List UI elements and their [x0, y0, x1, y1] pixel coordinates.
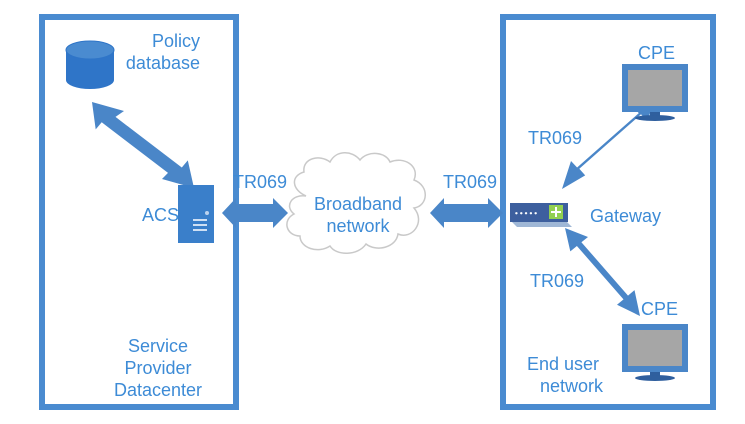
- policy-db-label-line1: Policy: [151, 31, 200, 51]
- database-icon: [65, 40, 115, 89]
- end-user-caption-line2: network: [540, 376, 604, 396]
- end-user-caption-line1: End user: [527, 354, 600, 374]
- monitor-icon: [622, 64, 688, 121]
- link-bottom-label: TR069: [530, 271, 585, 291]
- db-acs-arrow: [92, 102, 194, 188]
- policy-db-label-line2: database: [125, 53, 200, 73]
- gateway-cpe-top-arrow: [562, 96, 657, 189]
- datacenter-caption-line2: Provider: [124, 358, 192, 378]
- datacenter-caption-line3: Datacenter: [113, 380, 203, 400]
- gateway-label: Gateway: [590, 206, 662, 226]
- right-link-label: TR069: [443, 172, 498, 192]
- monitor-icon: [622, 324, 688, 381]
- router-icon: ∙∙∙∙∙: [510, 203, 572, 227]
- right-tr069-arrow: [430, 198, 503, 228]
- acs-label: ACS: [142, 205, 180, 225]
- server-icon: [178, 185, 214, 243]
- left-link-label: TR069: [233, 172, 288, 192]
- svg-text:∙∙∙∙∙: ∙∙∙∙∙: [514, 209, 538, 218]
- left-tr069-arrow: [222, 198, 288, 228]
- datacenter-caption-line1: Service: [127, 336, 189, 356]
- cpe-top-label: CPE: [638, 43, 676, 63]
- cloud-label-line2: network: [326, 216, 390, 236]
- cloud-icon: [286, 152, 426, 254]
- cpe-bottom-label: CPE: [641, 299, 679, 319]
- end-user-box: [500, 14, 716, 410]
- cloud-label-line1: Broadband: [313, 194, 403, 214]
- link-top-label: TR069: [528, 128, 583, 148]
- gateway-cpe-bottom-arrow: [565, 228, 640, 316]
